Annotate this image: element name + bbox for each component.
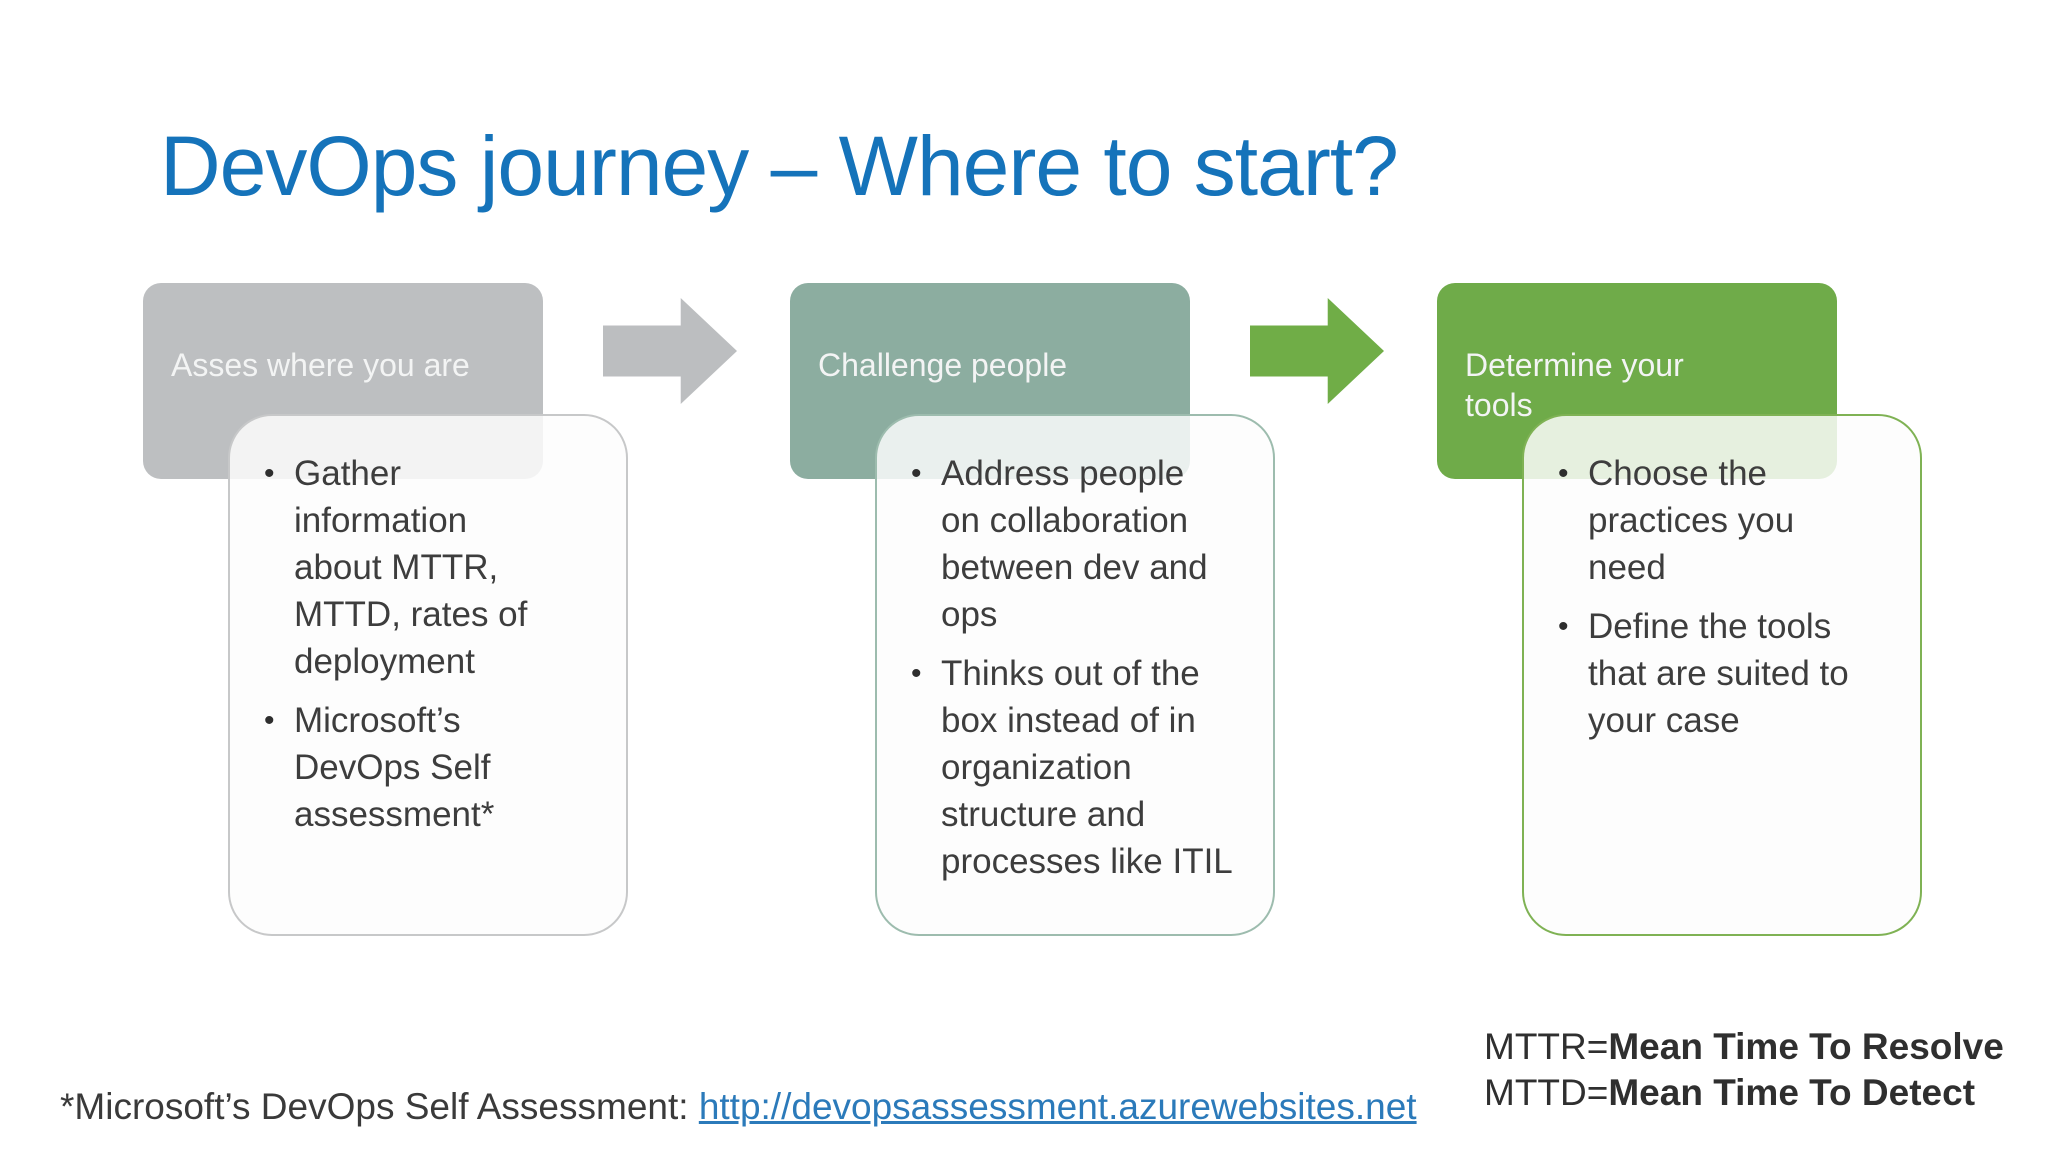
legend-abbr: MTTR= (1484, 1026, 1609, 1067)
legend-line-mttd: MTTD=Mean Time To Detect (1484, 1070, 2004, 1116)
abbreviation-legend: MTTR=Mean Time To Resolve MTTD=Mean Time… (1484, 1024, 2004, 1116)
legend-line-mttr: MTTR=Mean Time To Resolve (1484, 1024, 2004, 1070)
bullet-item: • Gather information about MTTR, MTTD, r… (264, 450, 592, 685)
bullet-text: Address people on collaboration between … (941, 454, 1208, 634)
footnote-text: *Microsoft’s DevOps Self Assessment: (60, 1086, 699, 1127)
bullet-dot-icon: • (1558, 457, 1569, 490)
bullet-dot-icon: • (911, 457, 922, 490)
bullet-item: • Thinks out of the box instead of in or… (911, 650, 1239, 885)
right-arrow-icon (1250, 298, 1384, 404)
bullet-text: Thinks out of the box instead of in orga… (941, 654, 1233, 881)
legend-full: Mean Time To Resolve (1608, 1026, 2004, 1067)
bullet-dot-icon: • (264, 457, 275, 490)
bullet-item: • Microsoft’s DevOps Self assessment* (264, 697, 592, 838)
stage-detail-challenge: • Address people on collaboration betwee… (875, 414, 1275, 936)
legend-abbr: MTTD= (1484, 1072, 1609, 1113)
stage-header-label: Challenge people (818, 347, 1068, 383)
bullet-item: • Define the tools that are suited to yo… (1558, 603, 1886, 744)
bullet-text: Microsoft’s DevOps Self assessment* (294, 701, 495, 834)
footnote: *Microsoft’s DevOps Self Assessment: htt… (60, 1086, 1417, 1128)
bullet-text: Gather information about MTTR, MTTD, rat… (294, 454, 528, 681)
bullet-item: • Choose the practices you need (1558, 450, 1886, 591)
bullet-dot-icon: • (1558, 610, 1569, 643)
bullet-text: Define the tools that are suited to your… (1588, 607, 1849, 740)
bullet-item: • Address people on collaboration betwee… (911, 450, 1239, 638)
legend-full: Mean Time To Detect (1608, 1072, 1976, 1113)
stage-header-label: Asses where you are (171, 347, 470, 383)
footnote-link[interactable]: http://devopsassessment.azurewebsites.ne… (698, 1086, 1417, 1127)
stage-detail-tools: • Choose the practices you need • Define… (1522, 414, 1922, 936)
bullet-text: Choose the practices you need (1588, 454, 1795, 587)
stage-header-label: Determine your tools (1465, 347, 1684, 423)
bullet-dot-icon: • (911, 657, 922, 690)
right-arrow-icon (603, 298, 737, 404)
stage-detail-assess: • Gather information about MTTR, MTTD, r… (228, 414, 628, 936)
bullet-dot-icon: • (264, 704, 275, 737)
slide-title: DevOps journey – Where to start? (160, 119, 1399, 213)
